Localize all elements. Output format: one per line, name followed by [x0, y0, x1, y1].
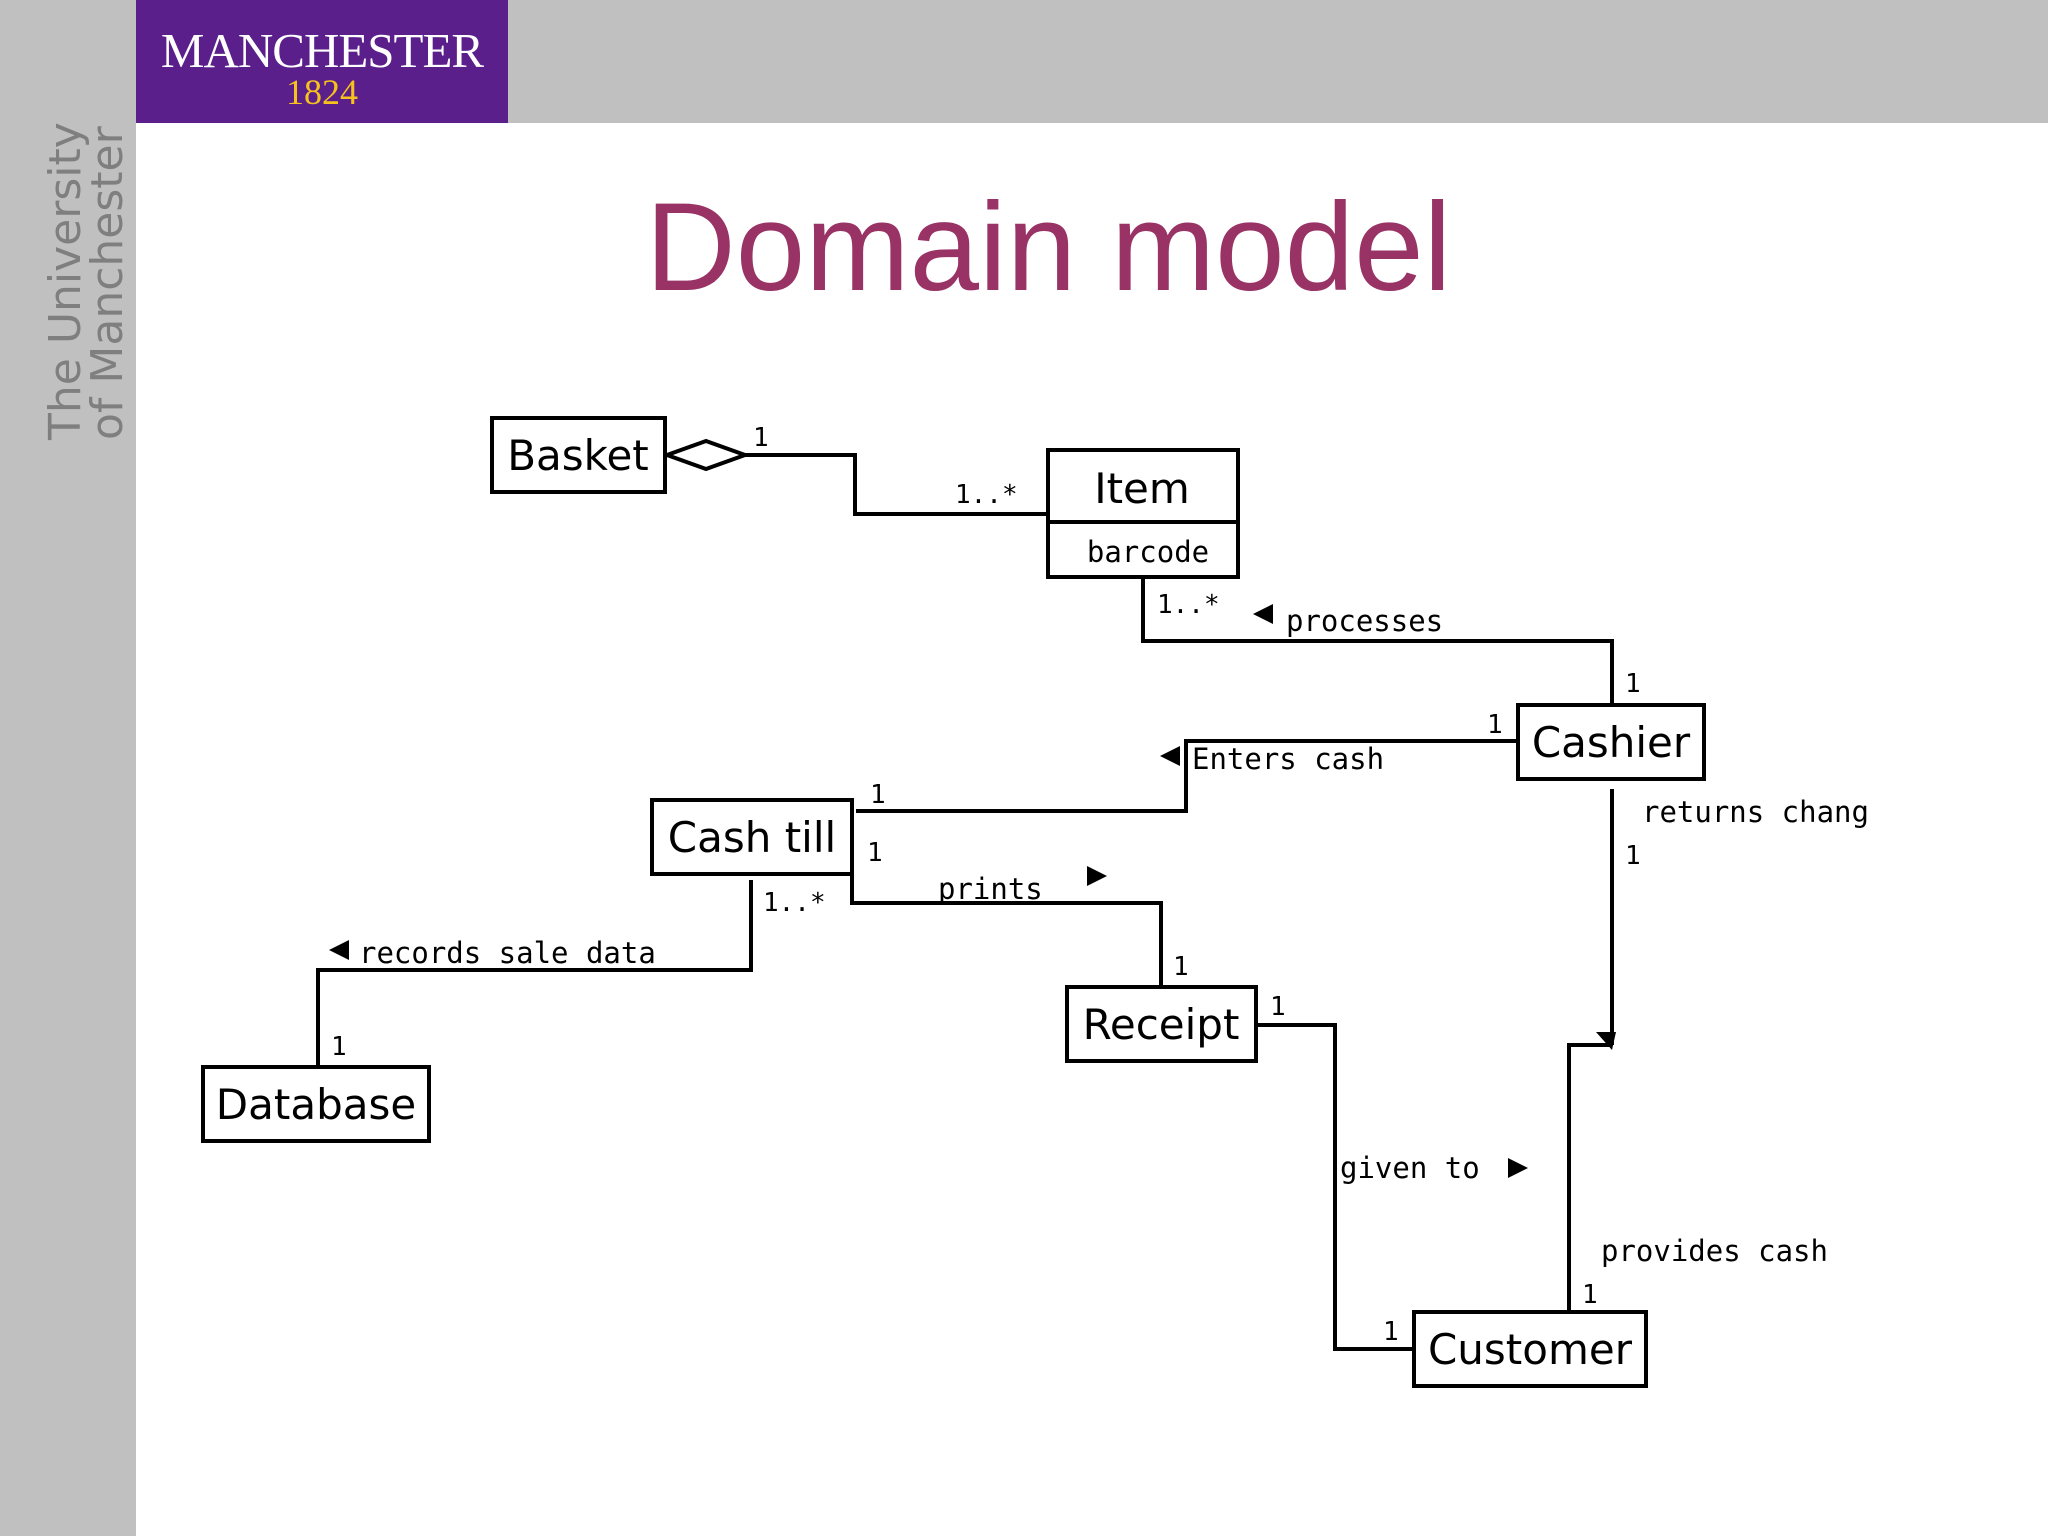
mult-basket: 1 — [753, 423, 769, 453]
edge-basket-item — [745, 453, 1048, 516]
mult-item-in-basket: 1..* — [955, 480, 1018, 510]
class-basket-name: Basket — [507, 431, 649, 480]
manchester-logo: MANCHESTER 1824 — [136, 0, 508, 123]
mult-cashier-enters: 1 — [1487, 710, 1503, 740]
label-processes: processes — [1286, 604, 1443, 638]
class-customer-name: Customer — [1428, 1325, 1633, 1374]
label-prints: prints — [938, 872, 1043, 906]
label-given-to: given to — [1340, 1151, 1480, 1185]
class-item-attribute: barcode — [1087, 535, 1209, 569]
arrow-given-to — [1508, 1158, 1528, 1178]
logo-wordmark: MANCHESTER — [160, 23, 484, 78]
label-returns-change: returns chang — [1642, 795, 1869, 829]
mult-till-records: 1..* — [763, 888, 826, 918]
left-sidebar-band — [0, 0, 136, 1536]
mult-database-records: 1 — [331, 1032, 347, 1062]
mult-customer-provides: 1 — [1582, 1280, 1598, 1310]
edge-given-to — [1256, 1023, 1413, 1351]
class-receipt: Receipt — [1065, 985, 1258, 1063]
aggregation-diamond — [661, 438, 751, 472]
label-records-sale-data: records sale data — [359, 936, 656, 970]
edge-processes — [1141, 577, 1614, 706]
arrow-processes — [1253, 604, 1273, 624]
class-cash-till: Cash till — [650, 798, 854, 876]
class-item: Item barcode — [1046, 448, 1240, 579]
edge-provides-cash — [1567, 1043, 1612, 1310]
arrow-returns-change — [1596, 1032, 1616, 1050]
mult-receipt-given: 1 — [1270, 992, 1286, 1022]
label-enters-cash: Enters cash — [1192, 742, 1384, 776]
class-database: Database — [201, 1065, 431, 1143]
mult-cashier-returns: 1 — [1625, 841, 1641, 871]
class-item-name: Item — [1094, 464, 1190, 513]
edge-records-sale-data — [316, 880, 753, 1066]
arrow-prints — [1087, 866, 1107, 886]
class-basket: Basket — [490, 416, 667, 494]
class-cashier: Cashier — [1516, 703, 1706, 781]
mult-till-prints: 1 — [867, 838, 883, 868]
class-customer: Customer — [1412, 1310, 1648, 1388]
slide-title: Domain model — [645, 178, 1452, 317]
arrow-enters-cash — [1160, 746, 1180, 766]
edge-enters-cash — [856, 739, 1516, 813]
mult-item-processes: 1..* — [1157, 590, 1220, 620]
edge-prints — [850, 840, 1163, 985]
logo-year: 1824 — [286, 72, 358, 112]
label-provides-cash: provides cash — [1601, 1234, 1828, 1268]
mult-receipt-prints: 1 — [1173, 952, 1189, 982]
class-cash-till-name: Cash till — [668, 813, 836, 862]
arrow-records-sale-data — [329, 940, 349, 960]
class-receipt-name: Receipt — [1083, 1000, 1240, 1049]
class-cashier-name: Cashier — [1532, 718, 1691, 767]
mult-cashier-processes: 1 — [1625, 669, 1641, 699]
class-database-name: Database — [216, 1080, 416, 1129]
mult-customer-given: 1 — [1383, 1317, 1399, 1347]
mult-till-enters: 1 — [870, 780, 886, 810]
